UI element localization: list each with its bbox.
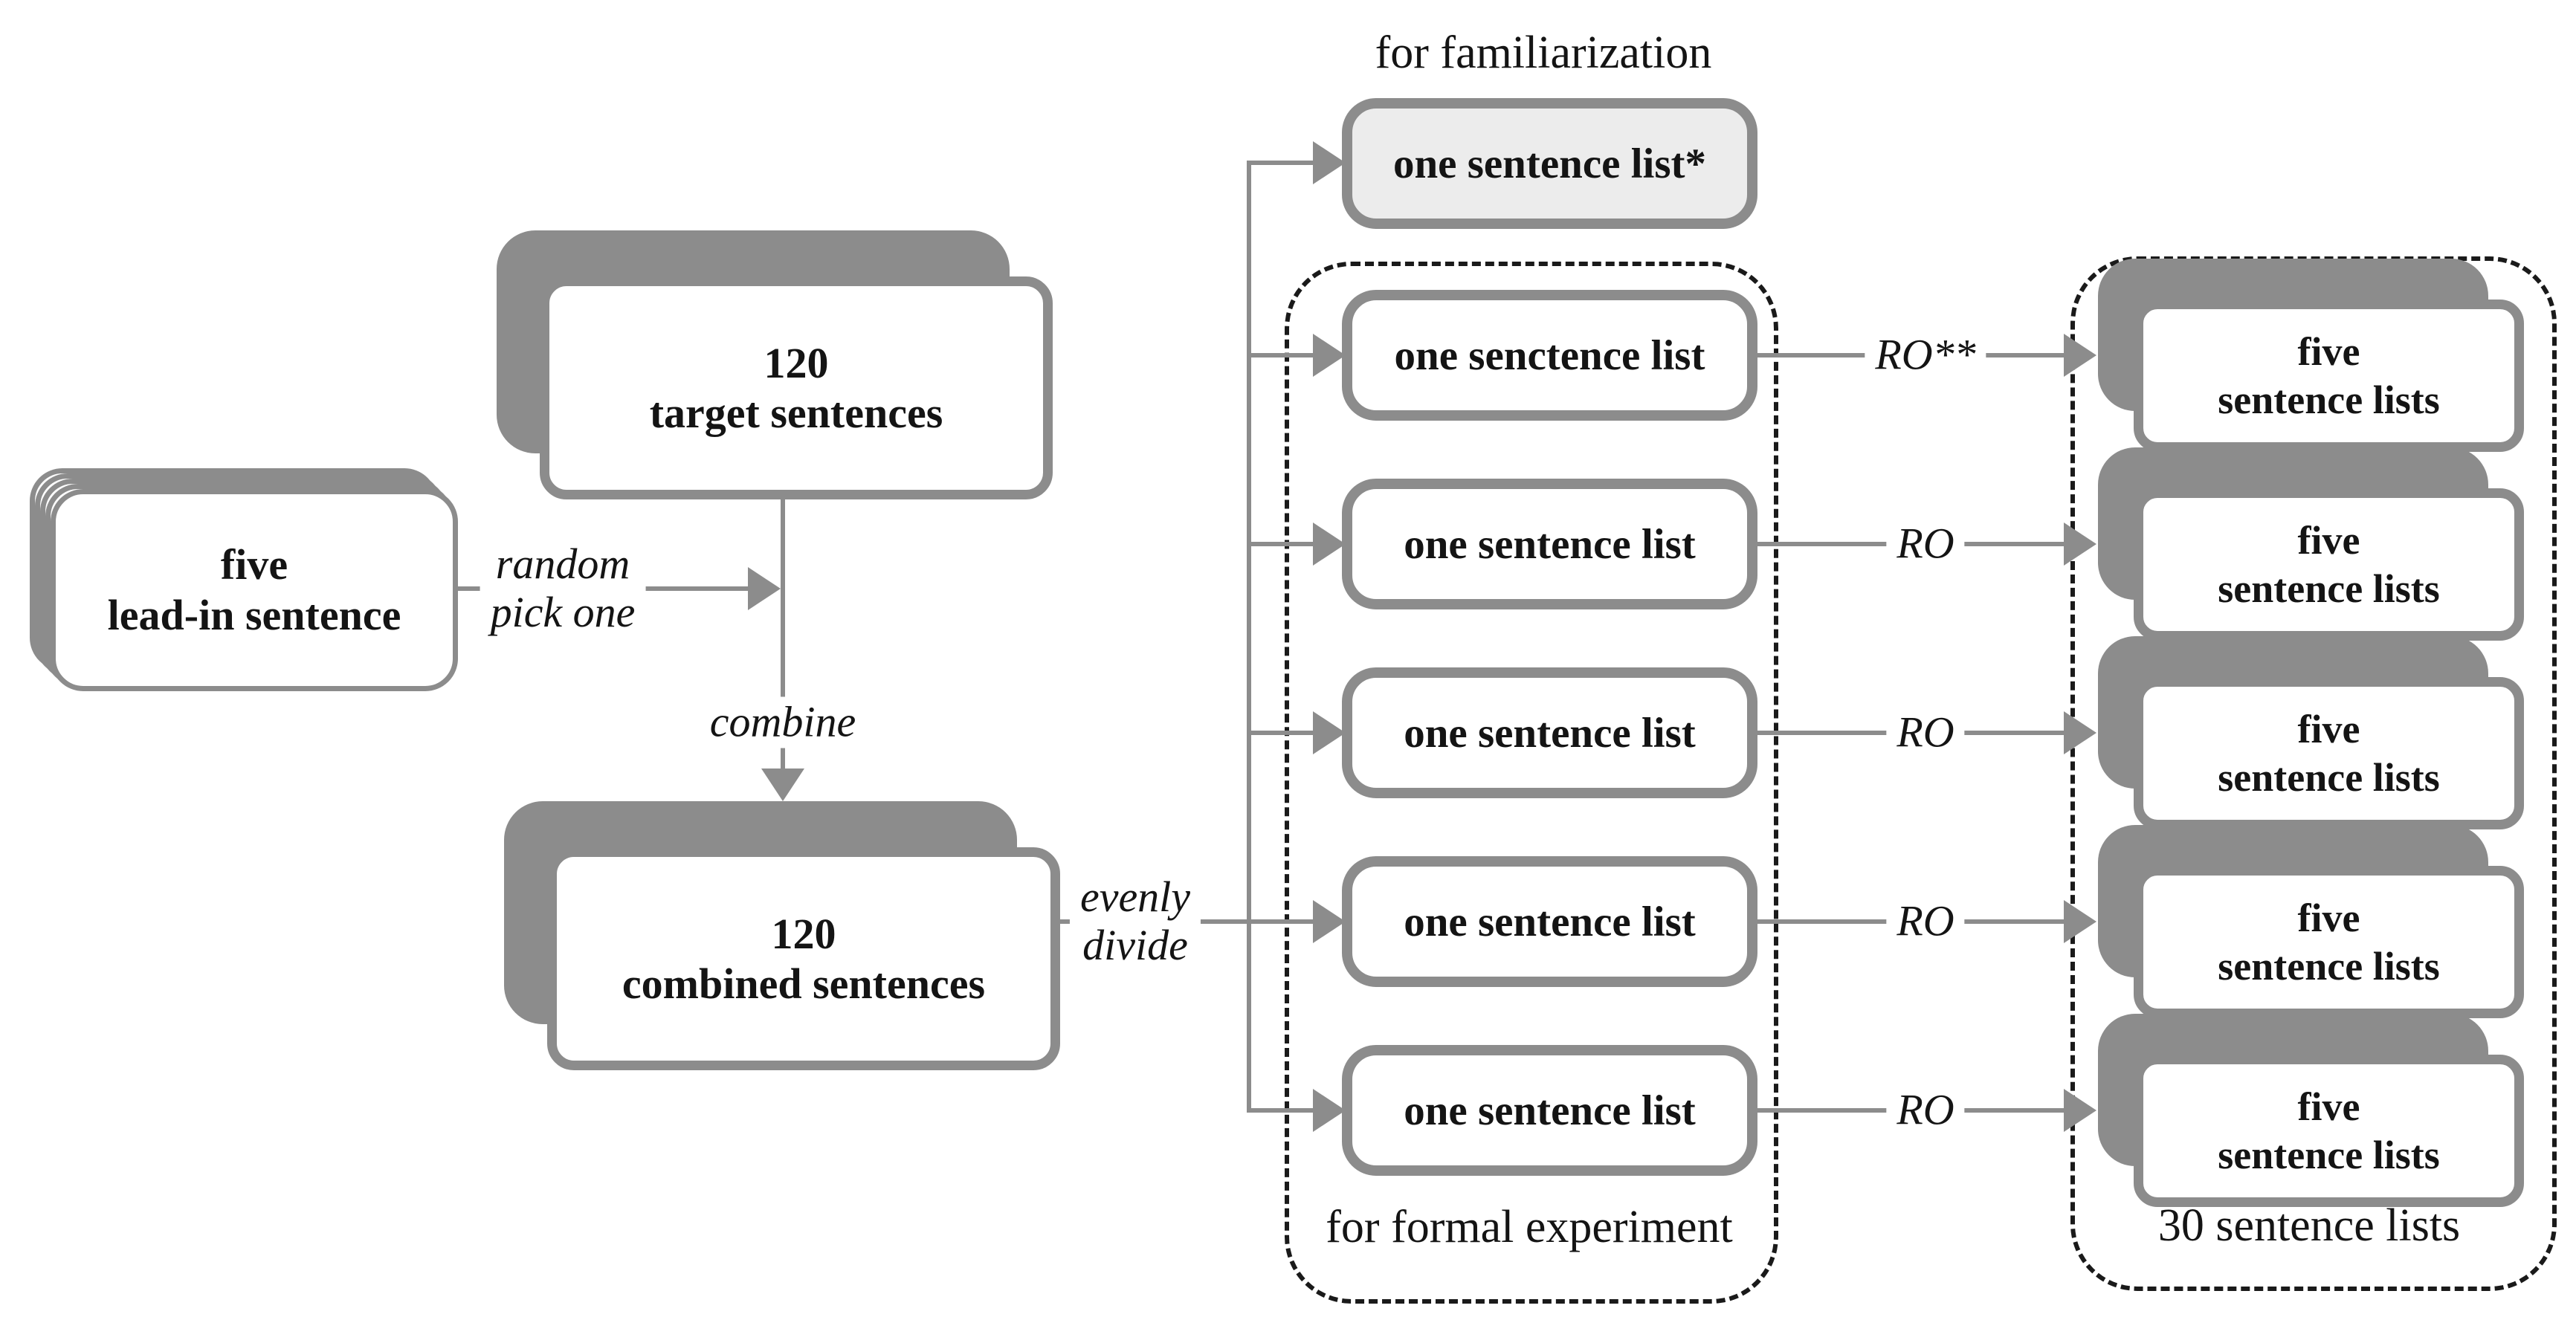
target-label-line2: target sentences	[649, 389, 943, 437]
output-lists-box: five sentence lists	[2098, 825, 2524, 1018]
formal-list-box: one sentence list	[1342, 667, 1757, 798]
formal-list-box: one sentence list	[1342, 856, 1757, 987]
ro-label-text: RO	[1897, 519, 1954, 568]
ro-label: RO	[1886, 518, 1965, 570]
combined-sentences-box: 120 combined sentences	[504, 801, 1060, 1070]
output-label-line1: five	[2297, 517, 2360, 563]
formal-list-box: one senctence list	[1342, 290, 1757, 421]
output-label-line1: five	[2297, 895, 2360, 940]
output-lists-card: five sentence lists	[2134, 488, 2524, 641]
combined-label-line2: combined sentences	[622, 960, 986, 1008]
familiarization-caption: for familiarization	[1375, 27, 1712, 78]
arrowhead-right-icon	[1313, 1089, 1346, 1132]
connector-stub	[1247, 161, 1316, 165]
evenly-divide-line2: divide	[1082, 921, 1188, 969]
lead-in-label-line2: lead-in sentence	[107, 591, 401, 639]
formal-list-label: one sentence list	[1404, 1087, 1696, 1134]
output-lists-card: five sentence lists	[2134, 866, 2524, 1018]
connector-combine-line	[781, 499, 785, 768]
formal-list-label: one sentence list	[1404, 898, 1696, 945]
random-pick-line2: pick one	[490, 588, 636, 636]
arrowhead-right-icon	[2064, 334, 2096, 377]
output-label-line2: sentence lists	[2218, 1132, 2440, 1177]
arrowhead-right-icon	[1313, 141, 1346, 184]
arrowhead-right-icon	[2064, 1089, 2096, 1132]
connector-stub	[1247, 542, 1316, 546]
output-lists-box: five sentence lists	[2098, 1014, 2524, 1207]
ro-label: RO	[1886, 707, 1965, 759]
output-lists-box: five sentence lists	[2098, 636, 2524, 829]
formal-list-label: one sentence list	[1404, 709, 1696, 757]
familiarization-box-label: one sentence list*	[1392, 140, 1707, 187]
combine-label-text: combine	[709, 697, 856, 746]
output-label-line2: sentence lists	[2218, 754, 2440, 800]
output-total-caption: 30 sentence lists	[2157, 1200, 2461, 1251]
arrowhead-right-icon	[2064, 711, 2096, 754]
connector-stub	[1247, 1108, 1316, 1113]
combined-sentences-card: 120 combined sentences	[547, 847, 1060, 1070]
formal-list-label: one sentence list	[1404, 520, 1696, 568]
formal-list-box: one sentence list	[1342, 1045, 1757, 1176]
connector-stub	[1247, 731, 1316, 735]
output-lists-card: five sentence lists	[2134, 1055, 2524, 1207]
output-lists-card: five sentence lists	[2134, 677, 2524, 829]
lead-in-sentences-card: five lead-in sentence	[51, 489, 458, 691]
output-lists-box: five sentence lists	[2098, 259, 2524, 452]
formal-experiment-group	[1285, 262, 1778, 1304]
output-label-line1: five	[2297, 329, 2360, 374]
ro-label-text: RO	[1897, 896, 1954, 945]
arrowhead-right-icon	[2064, 522, 2096, 566]
arrowhead-down-icon	[761, 768, 804, 801]
evenly-divide-label: evenly divide	[1069, 872, 1201, 971]
ro-label-text: RO**	[1875, 330, 1976, 379]
arrowhead-right-icon	[2064, 900, 2096, 943]
arrowhead-right-icon	[1313, 900, 1346, 943]
lead-in-label-line1: five	[220, 540, 288, 589]
connector-stub	[1247, 353, 1316, 357]
output-lists-card: five sentence lists	[2134, 300, 2524, 452]
output-label-line1: five	[2297, 1084, 2360, 1129]
target-sentences-box: 120 target sentences	[497, 230, 1053, 499]
formal-list-box: one sentence list	[1342, 479, 1757, 609]
output-label-line2: sentence lists	[2218, 377, 2440, 422]
arrowhead-right-icon	[748, 567, 781, 610]
arrowhead-right-icon	[1313, 334, 1346, 377]
random-pick-label: random pick one	[480, 539, 646, 638]
output-label-line1: five	[2297, 706, 2360, 751]
ro-label: RO	[1886, 1084, 1965, 1136]
connector-spine	[1247, 161, 1251, 1113]
random-pick-line1: random	[495, 540, 630, 589]
arrowhead-right-icon	[1313, 522, 1346, 566]
formal-list-label: one senctence list	[1394, 331, 1705, 379]
target-label-line1: 120	[764, 338, 829, 387]
formal-experiment-caption: for formal experiment	[1326, 1202, 1733, 1252]
output-label-line2: sentence lists	[2218, 943, 2440, 988]
ro-label: RO	[1886, 896, 1965, 948]
connector-stub	[1247, 919, 1316, 924]
output-lists-box: five sentence lists	[2098, 447, 2524, 641]
target-sentences-card: 120 target sentences	[540, 276, 1053, 499]
ro-label: RO**	[1865, 329, 1986, 381]
evenly-divide-line1: evenly	[1079, 873, 1191, 922]
combine-label: combine	[699, 696, 867, 748]
familiarization-box: one sentence list*	[1342, 98, 1757, 229]
ro-label-text: RO	[1897, 1085, 1954, 1134]
arrowhead-right-icon	[1313, 711, 1346, 754]
output-label-line2: sentence lists	[2218, 566, 2440, 611]
combined-label-line1: 120	[771, 909, 836, 958]
ro-label-text: RO	[1897, 708, 1954, 757]
